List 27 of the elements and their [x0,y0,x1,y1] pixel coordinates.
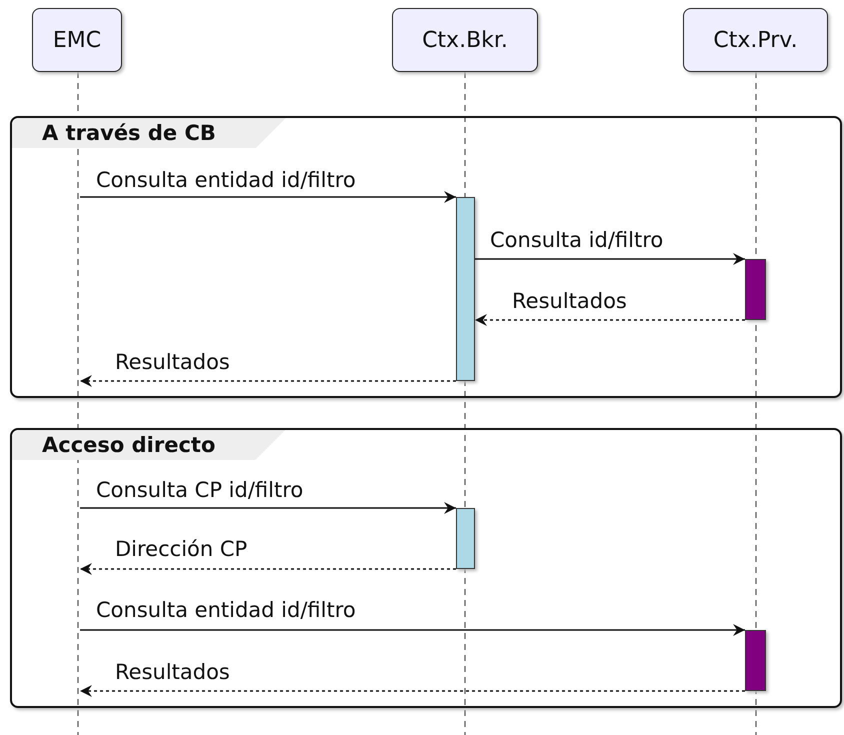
message-label: Resultados [115,350,230,374]
activation-bar [456,197,475,381]
message-label: Consulta entidad id/filtro [96,168,356,192]
message-arrow [80,624,745,636]
group-title: Acceso directo [12,430,286,460]
message-label: Dirección CP [115,537,248,561]
activation-bar [745,630,766,691]
participant-box: EMC [32,8,122,72]
message-label: Resultados [512,289,627,313]
participant-box: Ctx.Bkr. [392,8,538,72]
message-label: Resultados [115,660,230,684]
message-label: Consulta id/filtro [490,228,664,252]
message-arrow [80,502,456,514]
activation-bar [745,259,766,320]
message-arrow [80,191,456,203]
message-arrow [475,314,745,326]
message-arrow [80,375,456,387]
message-arrow [80,685,745,697]
group-frame [10,428,842,708]
message-arrow [80,563,456,575]
group-frame [10,116,842,398]
activation-bar [456,508,475,569]
message-label: Consulta CP id/filtro [96,478,304,502]
participant-box: Ctx.Prv. [683,8,828,72]
message-arrow [475,253,745,265]
message-label: Consulta entidad id/filtro [96,598,356,622]
group-title: A través de CB [12,118,286,148]
